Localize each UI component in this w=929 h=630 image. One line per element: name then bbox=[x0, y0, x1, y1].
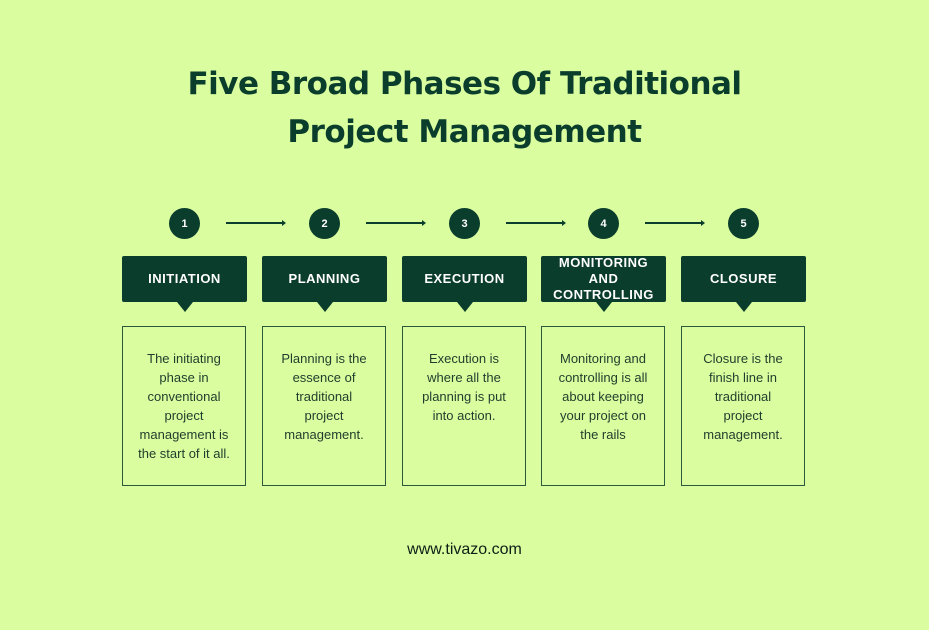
title-line-1: Five Broad Phases Of Traditional bbox=[187, 66, 742, 102]
phase-description-monitoring: Monitoring and controlling is all about … bbox=[541, 326, 665, 486]
phase-label-execution: EXECUTION bbox=[402, 256, 527, 302]
arrow-right-icon bbox=[506, 220, 566, 226]
step-number-3: 3 bbox=[449, 208, 480, 239]
website-footer: www.tivazo.com bbox=[407, 541, 522, 558]
phase-description-closure: Closure is the finish line in traditiona… bbox=[681, 326, 805, 486]
arrow-right-icon bbox=[645, 220, 705, 226]
step-number-1: 1 bbox=[169, 208, 200, 239]
phase-description-initiation: The initiating phase in conventional pro… bbox=[122, 326, 246, 486]
phase-label-closure: CLOSURE bbox=[681, 256, 806, 302]
arrow-right-icon bbox=[226, 220, 286, 226]
phase-label-monitoring: MONITORING AND CONTROLLING bbox=[541, 255, 666, 302]
arrow-right-icon bbox=[366, 220, 426, 226]
step-number-5: 5 bbox=[728, 208, 759, 239]
step-number-4: 4 bbox=[588, 208, 619, 239]
phase-label-planning: PLANNING bbox=[262, 256, 387, 302]
phase-label-initiation: INITIATION bbox=[122, 256, 247, 302]
page-title: Five Broad Phases Of Traditional Project… bbox=[0, 60, 929, 156]
step-number-2: 2 bbox=[309, 208, 340, 239]
phase-description-planning: Planning is the essence of traditional p… bbox=[262, 326, 386, 486]
phase-description-execution: Execution is where all the planning is p… bbox=[402, 326, 526, 486]
title-line-2: Project Management bbox=[287, 114, 642, 150]
